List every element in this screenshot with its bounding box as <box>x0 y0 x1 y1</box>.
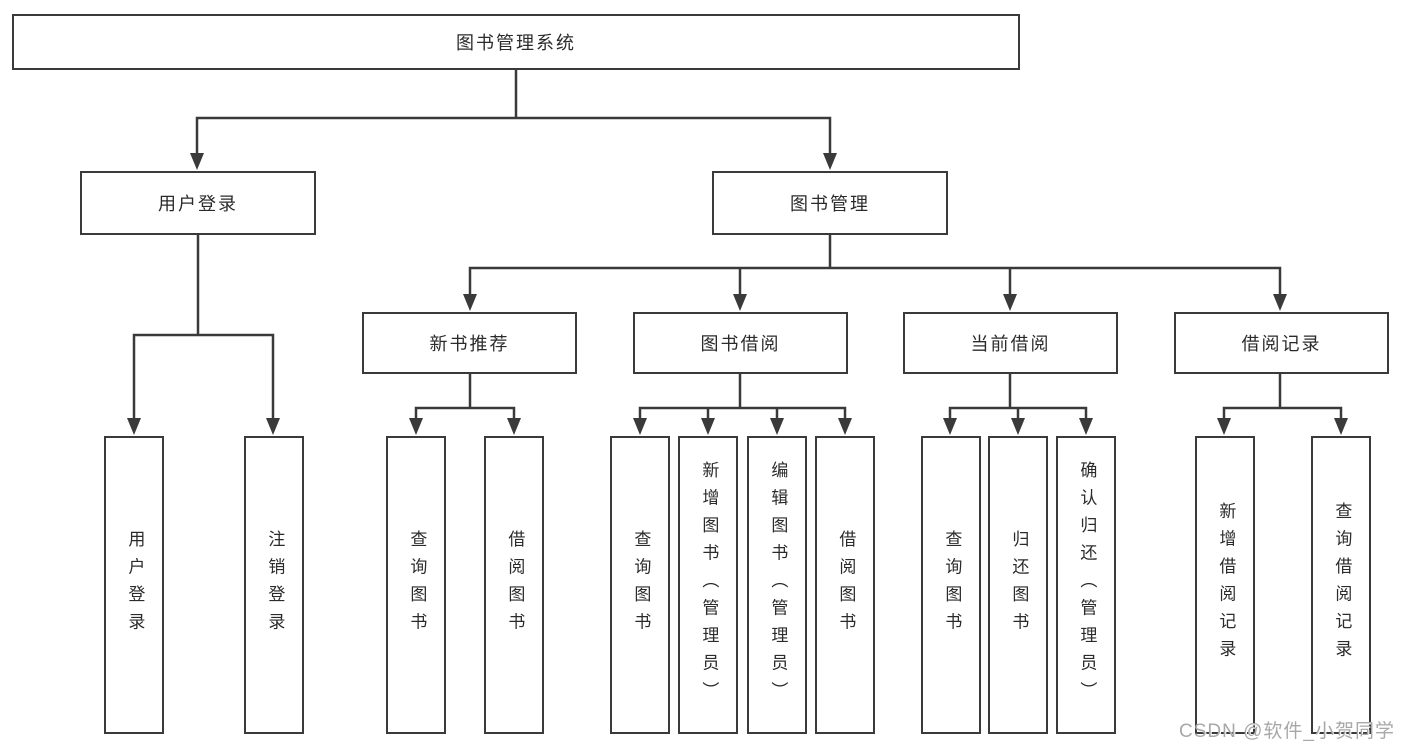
arrowhead-icon <box>701 418 715 435</box>
arrowhead-icon <box>127 418 141 435</box>
leaf-label: 归还图书 <box>1009 529 1029 641</box>
leaf-logout: 注销登录 <box>244 436 304 734</box>
node-borrow-records: 借阅记录 <box>1174 312 1389 374</box>
leaf-query-books-1: 查询图书 <box>386 436 446 734</box>
leaf-label: 借阅图书 <box>836 529 856 641</box>
leaf-label: 查询图书 <box>407 529 427 641</box>
arrowhead-icon <box>770 418 784 435</box>
connector-user-login <box>132 235 275 421</box>
node-new-book-recommend: 新书推荐 <box>362 312 577 374</box>
arrowhead-icon <box>190 153 204 170</box>
arrowhead-icon <box>1003 294 1017 311</box>
node-book-management: 图书管理 <box>712 171 948 235</box>
arrowhead-icon <box>1273 294 1287 311</box>
arrowhead-icon <box>1217 418 1231 435</box>
connector-current-borrow <box>948 374 1088 421</box>
leaf-label: 借阅图书 <box>505 529 525 641</box>
leaf-label: 注销登录 <box>265 529 285 641</box>
leaf-return-book: 归还图书 <box>988 436 1048 734</box>
node-book-borrow: 图书借阅 <box>633 312 848 374</box>
leaf-label: 确认归还（管理员） <box>1077 461 1097 709</box>
csdn-watermark: CSDN @软件_小贺同学 <box>1179 721 1395 742</box>
leaf-add-borrow-record: 新增借阅记录 <box>1195 436 1255 734</box>
leaf-query-books-3: 查询图书 <box>921 436 981 734</box>
node-user-login: 用户登录 <box>80 171 316 235</box>
leaf-label: 查询图书 <box>631 529 651 641</box>
leaf-label: 查询借阅记录 <box>1332 502 1352 668</box>
leaf-label: 新增图书（管理员） <box>699 461 719 709</box>
leaf-query-borrow-record: 查询借阅记录 <box>1311 436 1371 734</box>
leaf-borrow-books-1: 借阅图书 <box>484 436 544 734</box>
leaf-edit-book-admin: 编辑图书（管理员） <box>747 436 807 734</box>
connector-book-management <box>468 235 1282 298</box>
arrowhead-icon <box>1079 418 1093 435</box>
node-current-borrow: 当前借阅 <box>903 312 1118 374</box>
arrowhead-icon <box>943 418 957 435</box>
arrowhead-icon <box>1334 418 1348 435</box>
leaf-borrow-books-2: 借阅图书 <box>815 436 875 734</box>
connector-new-book-recommend <box>414 374 516 421</box>
arrowhead-icon <box>838 418 852 435</box>
leaf-label: 用户登录 <box>125 529 145 641</box>
arrowhead-icon <box>507 418 521 435</box>
arrowhead-icon <box>733 294 747 311</box>
arrowhead-icon <box>1011 418 1025 435</box>
connector-root <box>195 70 832 156</box>
leaf-confirm-return-admin: 确认归还（管理员） <box>1056 436 1116 734</box>
node-root-system: 图书管理系统 <box>12 14 1020 70</box>
arrowhead-icon <box>823 153 837 170</box>
arrowhead-icon <box>463 294 477 311</box>
connector-book-borrow <box>638 374 847 421</box>
connector-borrow-records <box>1222 374 1343 421</box>
leaf-add-book-admin: 新增图书（管理员） <box>678 436 738 734</box>
arrowhead-icon <box>409 418 423 435</box>
leaf-label: 新增借阅记录 <box>1216 502 1236 668</box>
leaf-user-login: 用户登录 <box>104 436 164 734</box>
leaf-label: 编辑图书（管理员） <box>768 461 788 709</box>
leaf-label: 查询图书 <box>942 529 962 641</box>
arrowhead-icon <box>266 418 280 435</box>
leaf-query-books-2: 查询图书 <box>610 436 670 734</box>
arrowhead-icon <box>633 418 647 435</box>
